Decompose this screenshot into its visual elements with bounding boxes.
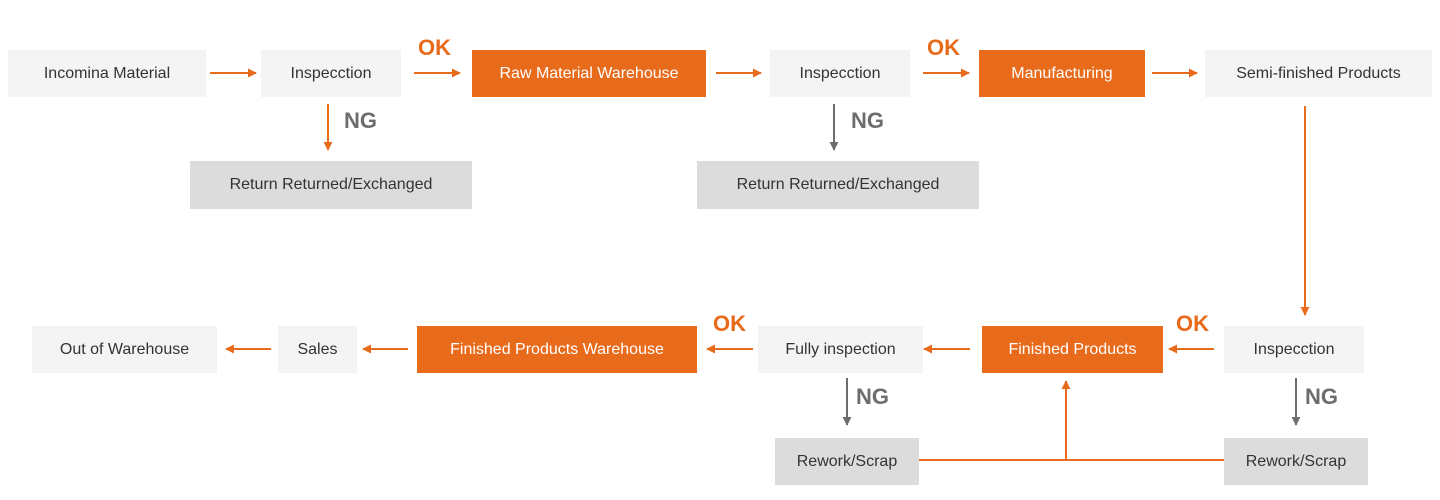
ng-label-3: NG [856,384,889,409]
inspection-box-2: Inspecction [770,50,910,97]
return-exchanged-box-2: Return Returned/Exchanged [697,161,979,209]
ok-label-4: OK [713,311,746,336]
rework-scrap-box-1: Rework/Scrap [775,438,919,485]
fully-inspection-box: Fully inspection [758,326,923,373]
ng-label-4: NG [1305,384,1338,409]
return-exchanged-box-1: Return Returned/Exchanged [190,161,472,209]
inspection-box-3: Inspecction [1224,326,1364,373]
ok-label-2: OK [927,35,960,60]
incoming-material-box: Incomina Material [8,50,206,97]
finished-products-box: Finished Products [982,326,1163,373]
rework-scrap-box-2: Rework/Scrap [1224,438,1368,485]
ok-label-3: OK [1176,311,1209,336]
ng-label-2: NG [851,108,884,133]
out-of-warehouse-box: Out of Warehouse [32,326,217,373]
ng-label-1: NG [344,108,377,133]
ok-label-1: OK [418,35,451,60]
manufacturing-box: Manufacturing [979,50,1145,97]
inspection-box-1: Inspecction [261,50,401,97]
sales-box: Sales [278,326,357,373]
raw-material-warehouse-box: Raw Material Warehouse [472,50,706,97]
semi-finished-products-box: Semi-finished Products [1205,50,1432,97]
finished-products-warehouse-box: Finished Products Warehouse [417,326,697,373]
